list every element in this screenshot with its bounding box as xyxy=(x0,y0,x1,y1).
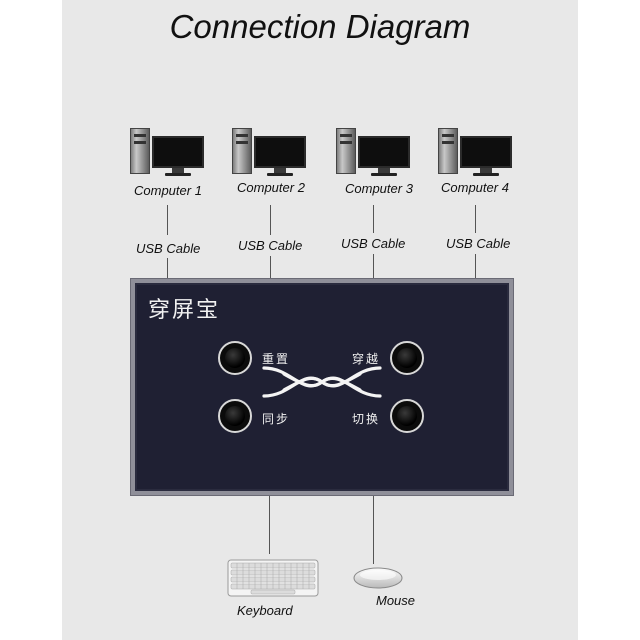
monitor-icon xyxy=(152,136,204,168)
usb-cable-line-2 xyxy=(270,205,271,235)
computer-4-label: Computer 4 xyxy=(441,180,509,195)
crossover-logo-icon xyxy=(262,366,382,398)
monitor-icon xyxy=(358,136,410,168)
reset-label: 重置 xyxy=(262,352,291,366)
usb-cable-line-4b xyxy=(475,254,476,278)
computer-2-label: Computer 2 xyxy=(237,180,305,195)
computer-1-label: Computer 1 xyxy=(134,183,202,198)
mouse-cable-line xyxy=(373,496,374,564)
pc-tower-icon xyxy=(336,128,356,174)
pc-tower-icon xyxy=(130,128,150,174)
kvm-switch-box xyxy=(130,278,514,496)
usb-cable-line-1b xyxy=(167,258,168,278)
usb-cable-line-3b xyxy=(373,254,374,278)
diagram-title: Connection Diagram xyxy=(169,8,471,45)
computer-2-icon xyxy=(232,126,314,176)
pc-tower-icon xyxy=(438,128,458,174)
reset-button[interactable] xyxy=(218,341,252,375)
usb-cable-label-4: USB Cable xyxy=(446,236,511,251)
mouse-label: Mouse xyxy=(376,593,416,608)
keyboard-cable-line xyxy=(269,496,270,554)
pc-tower-icon xyxy=(232,128,252,174)
keyboard-label: Keyboard xyxy=(237,603,293,618)
usb-cable-line-1 xyxy=(167,205,168,235)
computer-3-icon xyxy=(336,126,418,176)
usb-cable-line-3 xyxy=(373,205,374,233)
computer-3-label: Computer 3 xyxy=(345,181,413,196)
sync-button[interactable] xyxy=(218,399,252,433)
monitor-icon xyxy=(254,136,306,168)
switch-button[interactable] xyxy=(390,399,424,433)
sync-label: 同步 xyxy=(262,412,291,426)
mouse-icon xyxy=(353,567,403,589)
monitor-icon xyxy=(460,136,512,168)
computer-1-icon xyxy=(130,126,212,176)
keyboard-icon xyxy=(227,559,319,597)
usb-cable-label-3: USB Cable xyxy=(341,236,406,251)
switch-label: 切换 xyxy=(352,412,381,426)
switch-brand-text: 穿屏宝 xyxy=(148,298,221,323)
cross-button[interactable] xyxy=(390,341,424,375)
cross-label: 穿越 xyxy=(352,352,381,366)
usb-cable-label-1: USB Cable xyxy=(136,241,201,256)
computer-4-icon xyxy=(438,126,520,176)
usb-cable-line-4 xyxy=(475,205,476,233)
usb-cable-line-2b xyxy=(270,256,271,278)
usb-cable-label-2: USB Cable xyxy=(238,238,303,253)
